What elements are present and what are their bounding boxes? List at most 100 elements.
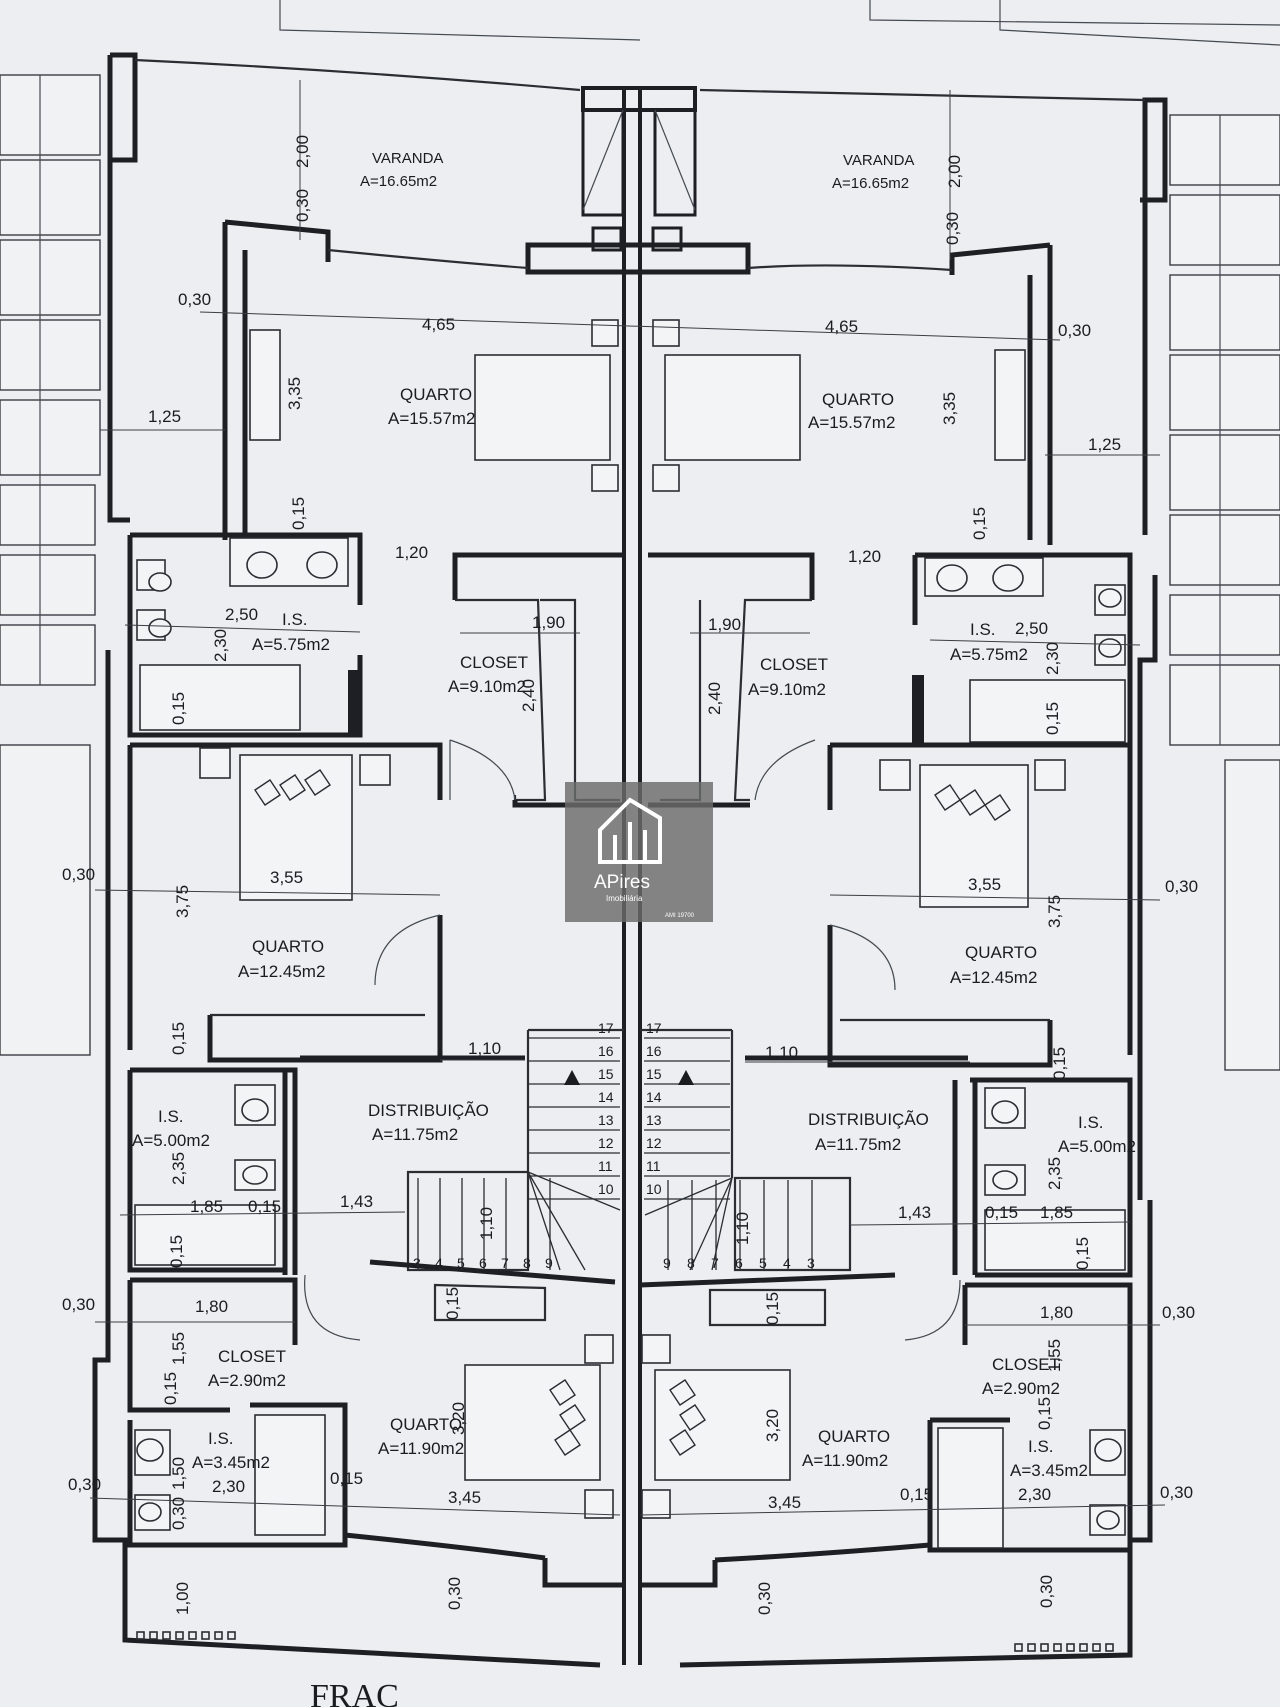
- room-area-dist-left: A=11.75m2: [372, 1125, 458, 1144]
- logo-code: AMI 19700: [665, 913, 695, 919]
- dim-label: 2,50: [1015, 619, 1048, 638]
- bottom-markers: [136, 1631, 1114, 1652]
- room-area-quarto-mid-left: A=12.45m2: [238, 962, 325, 981]
- dim-label: 2,30: [1018, 1485, 1051, 1504]
- dim-label: 2,30: [212, 1477, 245, 1496]
- dim-label: 0,30: [62, 865, 95, 884]
- room-name-dist-right: DISTRIBUIÇÃO: [808, 1110, 929, 1129]
- stair-step-number: 15: [646, 1066, 662, 1082]
- stair-step-number: 14: [598, 1089, 614, 1105]
- room-area-quarto-bottom-right: A=11.90m2: [802, 1451, 888, 1470]
- room-area-closet-left: A=9.10m2: [448, 677, 526, 696]
- dim-label: 0,30: [1160, 1483, 1193, 1502]
- bed-top-right: [664, 354, 801, 461]
- room-area-closet-right: A=9.10m2: [748, 680, 826, 699]
- stair-step-number: 12: [646, 1135, 662, 1151]
- dim-label: 1,43: [898, 1203, 931, 1222]
- dim-label: 3,75: [173, 885, 192, 918]
- dim-label: 2,00: [293, 135, 312, 168]
- dim-label: 1,20: [395, 543, 428, 562]
- room-area-dist-right: A=11.75m2: [815, 1135, 901, 1154]
- dim-label: 1,55: [169, 1332, 188, 1365]
- room-area-is-small-left: A=3.45m2: [192, 1453, 270, 1472]
- room-name-quarto-top-left: QUARTO: [400, 385, 472, 404]
- dim-label: 0,30: [293, 189, 312, 222]
- room-name-is-mid-left: I.S.: [158, 1107, 184, 1126]
- dim-label: 0,15: [443, 1287, 462, 1320]
- dim-label: 4,65: [825, 317, 858, 336]
- room-name-quarto-mid-right: QUARTO: [965, 943, 1037, 962]
- stair-tread: [527, 1171, 561, 1271]
- stair-step-number: 9: [545, 1255, 553, 1271]
- dim-label: 0,30: [943, 212, 962, 245]
- stair-step-number: 8: [687, 1255, 695, 1271]
- stair-step-number: 11: [646, 1158, 661, 1174]
- dim-label: 0,15: [161, 1372, 180, 1405]
- room-area-quarto-bottom-left: A=11.90m2: [378, 1439, 464, 1458]
- room-name-is-top-left: I.S.: [282, 610, 308, 629]
- room-name-closet-right: CLOSET: [760, 655, 828, 674]
- dim-label: 0,15: [289, 497, 308, 530]
- room-area-quarto-top-right: A=15.57m2: [808, 413, 895, 432]
- dim-label: 1,80: [1040, 1303, 1073, 1322]
- dim-label: 1,25: [1088, 435, 1121, 454]
- dim-label: 0,15: [900, 1485, 933, 1504]
- dim-label: 3,35: [285, 377, 304, 410]
- room-area-is-mid-left: A=5.00m2: [132, 1131, 210, 1150]
- dim-label: 0,30: [1037, 1575, 1056, 1608]
- dim-label: 0,15: [169, 1022, 188, 1055]
- room-area-quarto-mid-right: A=12.45m2: [950, 968, 1037, 987]
- dim-label: 0,15: [1043, 702, 1062, 735]
- dim-label: 0,30: [445, 1577, 464, 1610]
- dim-label: 1,50: [169, 1457, 188, 1490]
- dim-label: 0,30: [755, 1582, 774, 1615]
- dimension-labels: 2,00 2,00 0,30 0,30 0,30 0,30 4,65 4,65 …: [62, 135, 1198, 1615]
- dim-label: 1,20: [848, 547, 881, 566]
- room-name-is-top-right: I.S.: [970, 620, 996, 639]
- room-name-quarto-mid-left: QUARTO: [252, 937, 324, 956]
- dim-label: 3,20: [763, 1409, 782, 1442]
- dim-label: 1,10: [733, 1212, 752, 1245]
- room-name-quarto-top-right: QUARTO: [822, 390, 894, 409]
- dim-label: 0,15: [167, 1235, 186, 1268]
- stair-step-number: 11: [598, 1158, 613, 1174]
- dim-label: 1,55: [1045, 1339, 1064, 1372]
- right-unit: [639, 242, 1133, 1588]
- dim-label: 3,75: [1045, 895, 1064, 928]
- dim-label: 0,30: [62, 1295, 95, 1314]
- dim-label: 2,30: [1043, 642, 1062, 675]
- room-name-dist-left: DISTRIBUIÇÃO: [368, 1101, 489, 1120]
- stair-arrow-right: [678, 1070, 694, 1085]
- dim-label: 3,35: [940, 392, 959, 425]
- dim-label: 1,43: [340, 1192, 373, 1211]
- dim-label: 1,25: [148, 407, 181, 426]
- dim-label: 1,00: [173, 1582, 192, 1615]
- stair-step-number: 4: [435, 1255, 443, 1271]
- stair-step-number: 5: [759, 1255, 767, 1271]
- stair-step-number: 17: [598, 1020, 614, 1036]
- dim-label: 0,15: [330, 1469, 363, 1488]
- room-name-varanda-right: VARANDA: [843, 152, 914, 169]
- dim-label: 1,85: [1040, 1203, 1073, 1222]
- watermark-logo: APires Imobiliária AMI 19700: [565, 782, 713, 922]
- stair-step-number: 12: [598, 1135, 614, 1151]
- stair-tread: [644, 1177, 733, 1216]
- stair-step-number: 13: [598, 1112, 614, 1128]
- dim-label: 0,30: [1058, 321, 1091, 340]
- room-area-closet-small-left: A=2.90m2: [208, 1371, 286, 1390]
- neighbour-parcels-right: [1169, 114, 1280, 1071]
- dim-label: 0,30: [68, 1475, 101, 1494]
- dim-label: 0,15: [248, 1197, 281, 1216]
- dim-label: 2,30: [211, 629, 230, 662]
- room-area-is-mid-right: A=5.00m2: [1058, 1137, 1136, 1156]
- dim-label: 4,65: [422, 315, 455, 334]
- dim-label: 3,55: [270, 868, 303, 887]
- stair-step-number: 10: [598, 1181, 614, 1197]
- room-name-is-small-right: I.S.: [1028, 1437, 1054, 1456]
- bed-top-left: [474, 354, 611, 461]
- stair-step-number: 5: [457, 1255, 465, 1271]
- dim-label: 2,50: [225, 605, 258, 624]
- dim-label: 1,10: [477, 1207, 496, 1240]
